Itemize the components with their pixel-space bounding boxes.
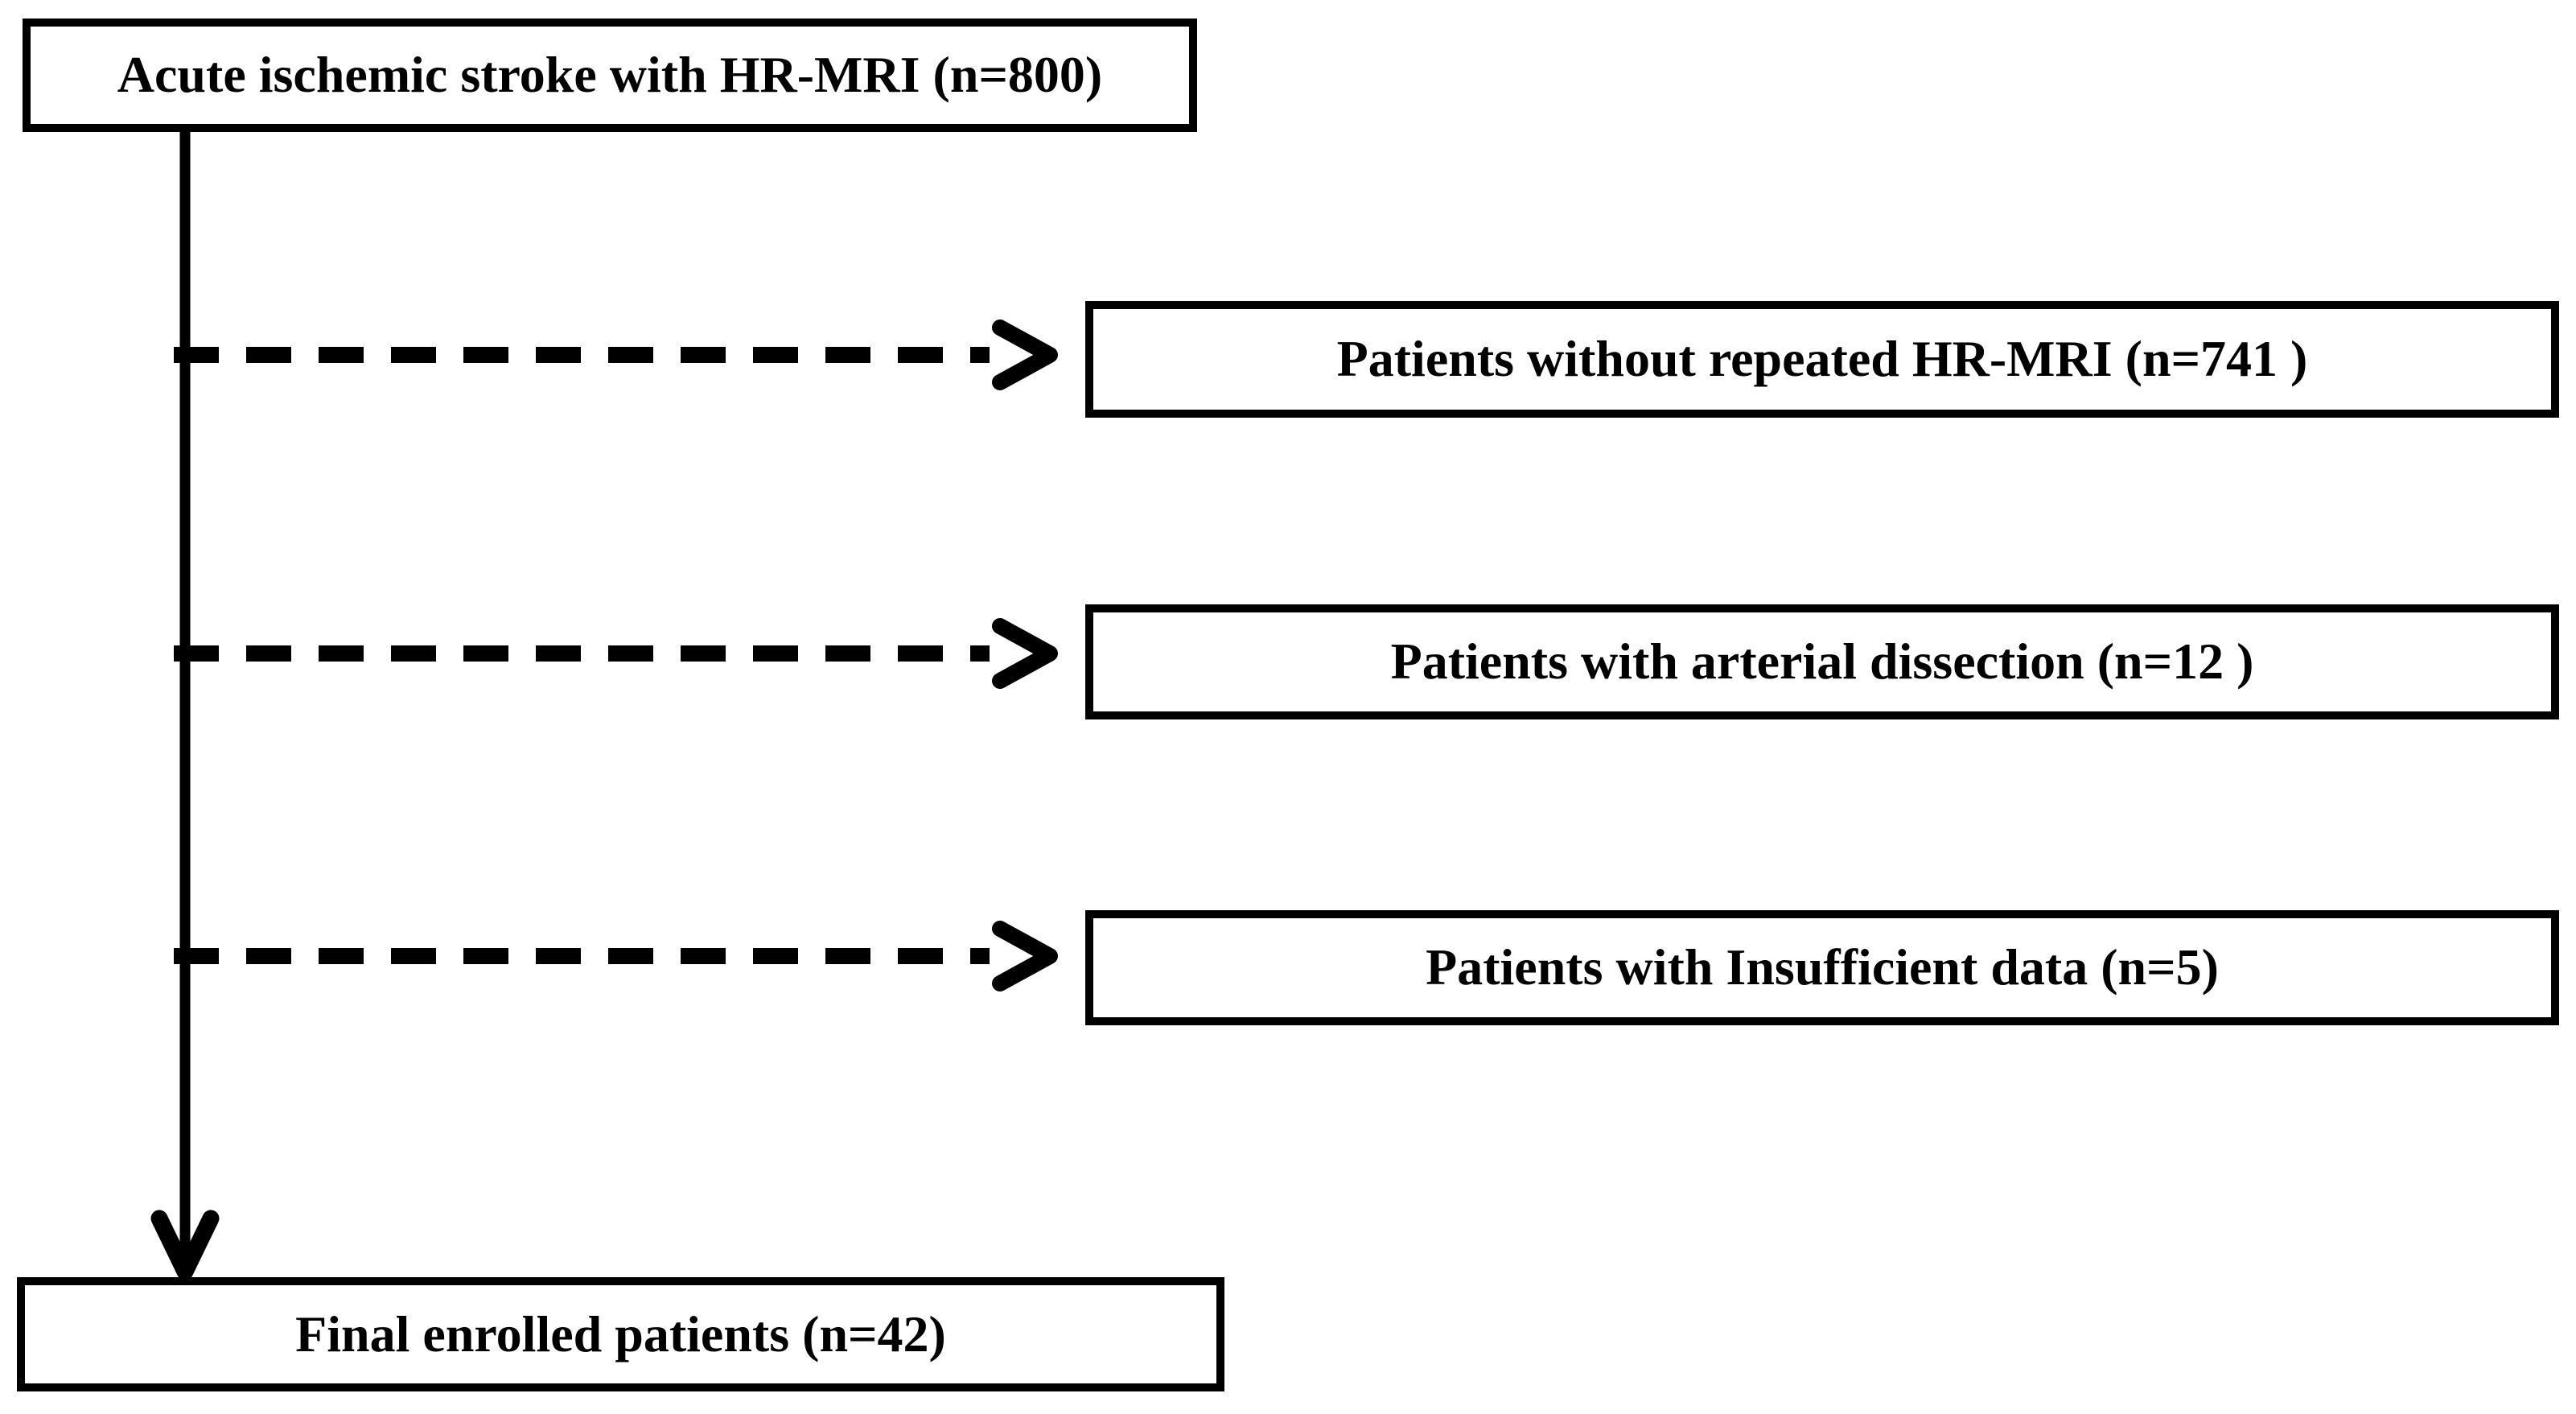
main-flow-arrow bbox=[150, 129, 220, 1280]
exclusion-arrow-3 bbox=[174, 921, 1058, 991]
exclusion-arrow-2 bbox=[174, 618, 1058, 689]
exclusion-arrowhead-3-icon bbox=[992, 921, 1058, 991]
main-flow-arrowhead-icon bbox=[150, 1210, 220, 1280]
source-node-label: Acute ischemic stroke with HR-MRI (n=800… bbox=[117, 46, 1103, 104]
source-node: Acute ischemic stroke with HR-MRI (n=800… bbox=[23, 19, 1197, 132]
final-node-label: Final enrolled patients (n=42) bbox=[295, 1305, 946, 1362]
exclusion-node-1: Patients without repeated HR-MRI (n=741 … bbox=[1085, 301, 2559, 418]
exclusion-arrowhead-2-icon bbox=[992, 618, 1058, 689]
exclusion-node-3: Patients with Insufficient data (n=5) bbox=[1085, 910, 2559, 1025]
exclusion-arrow-1 bbox=[174, 319, 1058, 390]
exclusion-node-2: Patients with arterial dissection (n=12 … bbox=[1085, 604, 2559, 719]
exclusion-node-3-label: Patients with Insufficient data (n=5) bbox=[1426, 938, 2219, 996]
exclusion-node-2-label: Patients with arterial dissection (n=12 … bbox=[1390, 633, 2254, 691]
final-node: Final enrolled patients (n=42) bbox=[17, 1277, 1224, 1391]
exclusion-arrowhead-1-icon bbox=[992, 319, 1058, 390]
exclusion-node-1-label: Patients without repeated HR-MRI (n=741 … bbox=[1336, 330, 2308, 388]
